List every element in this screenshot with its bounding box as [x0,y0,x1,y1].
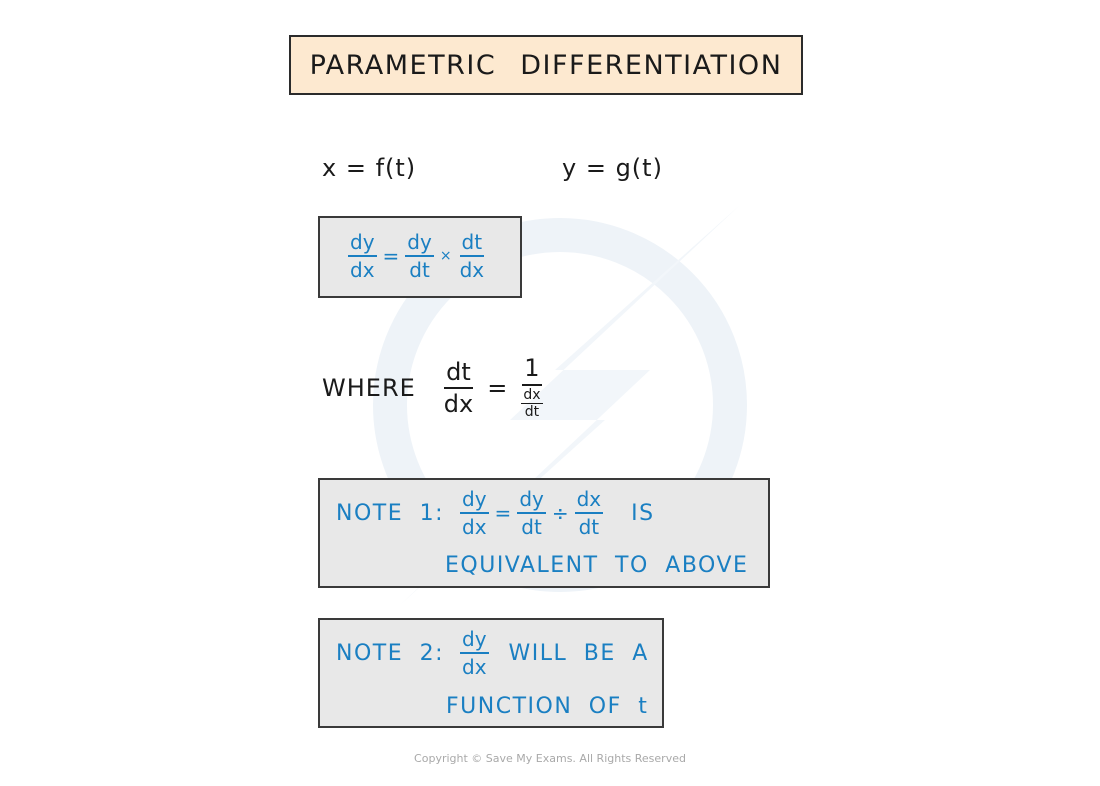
dx-dt-fraction: dx dt [521,387,543,420]
page-title: PARAMETRIC DIFFERENTIATION [309,49,783,81]
chain-rule-formula: dy dx = dy dt × dt dx [348,232,486,280]
fraction-denominator: dt [409,258,430,282]
fraction-denominator: dt [521,515,542,539]
note-1-line-2: EQUIVALENT TO ABOVE [445,553,749,578]
note-2-text: WILL BE A [508,640,649,666]
fraction-numerator: dy [517,489,546,514]
times-sign: × [439,248,452,264]
dy-dt-fraction: dy dt [405,232,434,280]
fraction-numerator: dt [444,360,473,389]
note-2-line-2: FUNCTION OF t [446,694,649,719]
dy-dx-fraction: dy dx [460,629,489,677]
dy-dx-fraction: dy dx [348,232,377,280]
fraction-denominator: dx [443,389,474,418]
title-banner: PARAMETRIC DIFFERENTIATION [289,35,803,95]
fraction-numerator: dt [459,232,485,257]
fraction-numerator: dx [521,387,543,404]
fraction-denominator: dt [578,515,600,539]
note-1-is-text: IS [631,500,655,526]
note-1-label: NOTE 1: [336,500,445,526]
dt-dx-fraction: dt dx [442,360,475,416]
fraction-denominator: dx [462,515,487,539]
note-2-box: NOTE 2: dy dx WILL BE A FUNCTION OF t [318,618,664,728]
divide-sign: ÷ [551,501,569,525]
fraction-denominator: dx [350,258,375,282]
fraction-numerator: dy [460,629,489,654]
where-label: WHERE [322,373,416,402]
chain-rule-box: dy dx = dy dt × dt dx [318,216,522,298]
dt-dx-fraction: dt dx [458,232,487,280]
y-definition: y = g(t) [562,154,663,182]
fraction-numerator: dy [348,232,377,257]
copyright-footer: Copyright © Save My Exams. All Rights Re… [414,752,686,765]
dy-dt-fraction: dy dt [517,489,546,537]
equals-sign: = [487,373,508,402]
note-1-box: NOTE 1: dy dx = dy dt ÷ dx dt IS EQUIVAL… [318,478,770,588]
fraction-numerator: dx [574,489,604,514]
fraction-numerator: dy [460,489,489,514]
note-1-formula: NOTE 1: dy dx = dy dt ÷ dx dt IS [336,489,655,537]
note-2-formula: NOTE 2: dy dx WILL BE A [336,629,649,677]
equals-sign: = [382,244,400,268]
x-definition: x = f(t) [322,154,417,182]
fraction-denominator: dt [524,404,540,420]
equals-sign: = [494,501,512,525]
where-formula: WHERE dt dx = 1 dx dt [322,356,545,419]
fraction-denominator: dx dt [519,386,544,419]
fraction-numerator: 1 [522,356,542,386]
note-2-label: NOTE 2: [336,640,445,666]
reciprocal-fraction: 1 dx dt [519,356,544,419]
fraction-denominator: dx [462,655,487,679]
fraction-numerator: dy [405,232,434,257]
dy-dx-fraction: dy dx [460,489,489,537]
dx-dt-fraction: dx dt [574,489,604,539]
fraction-denominator: dx [459,258,485,282]
